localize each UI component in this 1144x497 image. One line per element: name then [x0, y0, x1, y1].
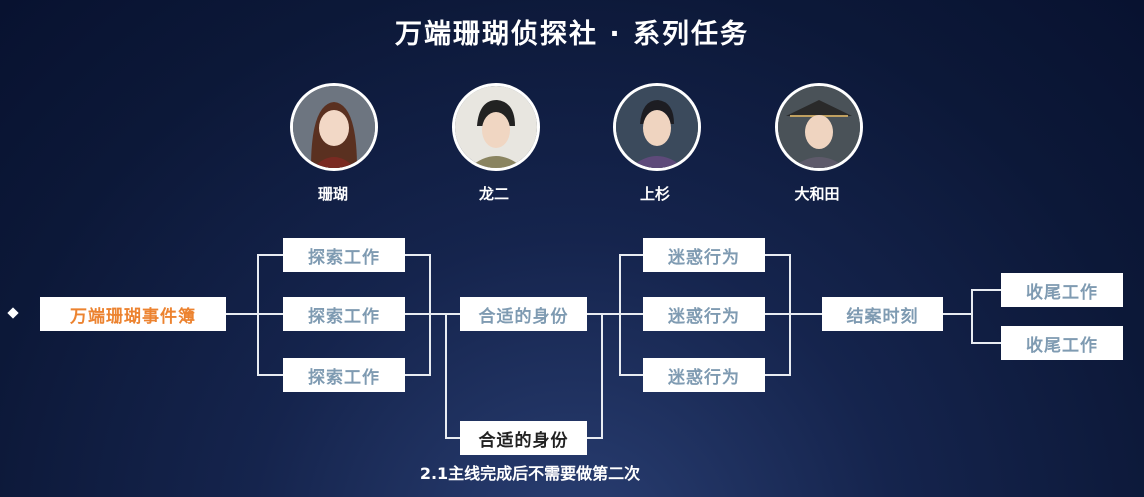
node-finish[interactable]: 收尾工作 — [1001, 326, 1123, 360]
node-identity[interactable]: 合适的身份 — [460, 297, 587, 331]
node-identity-alt[interactable]: 合适的身份 — [460, 421, 587, 455]
node-explore[interactable]: 探索工作 — [283, 358, 405, 392]
avatar-uesugi — [613, 83, 701, 171]
avatar-shanhu — [290, 83, 378, 171]
page-title: 万端珊瑚侦探社 · 系列任务 — [394, 19, 750, 50]
footnote: 2.1主线完成后不需要做第二次 — [419, 464, 641, 483]
avatar-longer — [452, 83, 540, 171]
avatar-owada — [775, 83, 863, 171]
character-name: 上杉 — [639, 185, 670, 203]
node-explore[interactable]: 探索工作 — [283, 297, 405, 331]
node-close[interactable]: 结案时刻 — [822, 297, 943, 331]
node-confuse[interactable]: 迷惑行为 — [643, 358, 765, 392]
character-name: 龙二 — [478, 185, 509, 203]
character-name: 珊瑚 — [317, 185, 348, 203]
node-finish[interactable]: 收尾工作 — [1001, 273, 1123, 307]
node-confuse[interactable]: 迷惑行为 — [643, 297, 765, 331]
node-explore[interactable]: 探索工作 — [283, 238, 405, 272]
character-name: 大和田 — [794, 185, 840, 203]
node-confuse[interactable]: 迷惑行为 — [643, 238, 765, 272]
node-start[interactable]: 万端珊瑚事件簿 — [40, 297, 226, 331]
